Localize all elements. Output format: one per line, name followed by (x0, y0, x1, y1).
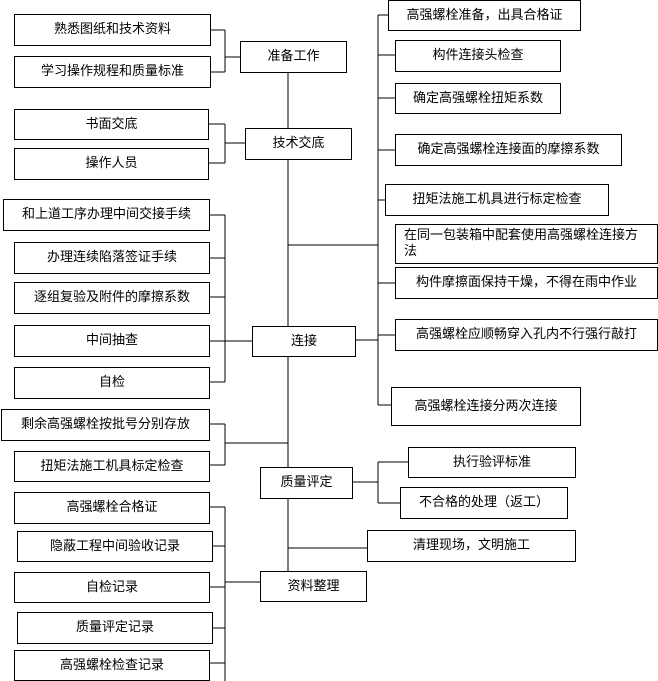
stage-docs-label: 资料整理 (287, 578, 340, 594)
docs-item-label: 隐蔽工程中间验收记录 (49, 538, 180, 554)
tech-brief-item: 操作人员 (14, 148, 209, 180)
docs-item: 质量评定记录 (17, 612, 213, 644)
right-prepare-item-label: 确定高强螺栓扭矩系数 (412, 90, 543, 106)
stage-prepare: 准备工作 (240, 41, 347, 73)
stage-quality: 质量评定 (260, 467, 353, 499)
right-prepare-item-label: 扭矩法施工机具进行标定检查 (412, 192, 582, 207)
docs-item-label: 高强螺栓检查记录 (59, 657, 164, 673)
right-prepare-item: 确定高强螺栓连接面的摩擦系数 (395, 134, 622, 166)
prepare-item: 学习操作规程和质量标准 (14, 56, 211, 88)
connect-left-item: 剩余高强螺栓按批号分别存放 (1, 409, 210, 441)
right-prepare-item-label: 构件连接头检查 (432, 48, 524, 63)
quality-item-label: 不合格的处理（返工） (418, 495, 549, 510)
stage-tech-brief: 技术交底 (245, 128, 352, 160)
stage-tech-brief-label: 技术交底 (272, 136, 325, 151)
docs-item: 高强螺栓合格证 (14, 492, 210, 524)
right-prepare-item: 高强螺栓准备，出具合格证 (388, 0, 581, 31)
stage-quality-label: 质量评定 (280, 475, 333, 490)
docs-item: 隐蔽工程中间验收记录 (17, 531, 213, 562)
docs-item: 高强螺栓检查记录 (14, 650, 210, 681)
final-item-label: 清理现场，文明施工 (412, 538, 530, 553)
docs-item: 自检记录 (14, 572, 210, 603)
right-prepare-item-label: 高强螺栓准备，出具合格证 (406, 7, 563, 23)
connect-left-item: 办理连续陷落签证手续 (14, 242, 210, 274)
tech-brief-item: 书面交底 (14, 109, 209, 140)
docs-item-label: 自检记录 (85, 579, 138, 595)
connect-left-item-label: 逐组复验及附件的摩擦系数 (33, 290, 190, 305)
right-prepare-item-label: 确定高强螺栓连接面的摩擦系数 (417, 142, 600, 157)
connect-left-item-label: 办理连续陷落签证手续 (46, 250, 177, 265)
docs-item-label: 高强螺栓合格证 (66, 500, 158, 515)
right-prepare-item: 构件连接头检查 (395, 40, 561, 72)
quality-item-label: 执行验评标准 (452, 454, 531, 470)
connect-left-item: 自检 (14, 367, 210, 399)
connect-left-item: 和上道工序办理中间交接手续 (3, 199, 210, 231)
connect-left-item: 中间抽查 (14, 325, 210, 357)
stage-prepare-label: 准备工作 (267, 49, 320, 64)
right-connect-item-label: 高强螺栓应顺畅穿入孔内不行强行敲打 (415, 327, 637, 342)
right-connect-item: 构件摩擦面保持干燥，不得在雨中作业 (395, 267, 658, 299)
connect-left-item: 逐组复验及附件的摩擦系数 (14, 282, 210, 314)
prepare-item-label: 熟悉图纸和技术资料 (53, 22, 171, 37)
right-connect-item: 高强螺栓连接分两次连接 (391, 387, 581, 426)
right-connect-item: 在同一包装箱中配套使用高强螺栓连接方法 (395, 224, 658, 264)
stage-docs: 资料整理 (260, 571, 367, 602)
prepare-item: 熟悉图纸和技术资料 (14, 14, 211, 46)
connect-left-item-label: 和上道工序办理中间交接手续 (21, 207, 191, 222)
right-connect-item-label: 构件摩擦面保持干燥，不得在雨中作业 (415, 275, 637, 290)
connect-left-item-label: 剩余高强螺栓按批号分别存放 (20, 417, 190, 432)
connect-left-item-label: 中间抽查 (85, 333, 138, 348)
quality-item: 执行验评标准 (408, 447, 576, 478)
right-prepare-item: 扭矩法施工机具进行标定检查 (385, 184, 609, 216)
docs-item-label: 质量评定记录 (75, 620, 154, 635)
quality-item: 不合格的处理（返工） (400, 487, 568, 519)
prepare-item-label: 学习操作规程和质量标准 (40, 64, 184, 79)
tech-brief-item-label: 操作人员 (85, 156, 138, 171)
right-connect-item: 高强螺栓应顺畅穿入孔内不行强行敲打 (395, 319, 658, 351)
tech-brief-item-label: 书面交底 (85, 116, 138, 132)
stage-connect-label: 连接 (290, 333, 317, 349)
connect-left-item-label: 扭矩法施工机具标定检查 (40, 458, 184, 474)
right-connect-item-label: 高强螺栓连接分两次连接 (414, 398, 558, 414)
connect-left-item: 扭矩法施工机具标定检查 (14, 451, 210, 482)
final-item: 清理现场，文明施工 (367, 530, 576, 562)
connect-left-item-label: 自检 (98, 375, 125, 390)
right-prepare-item: 确定高强螺栓扭矩系数 (395, 83, 561, 114)
right-connect-item-label: 在同一包装箱中配套使用高强螺栓连接方法 (404, 228, 639, 259)
stage-connect: 连接 (252, 326, 356, 357)
